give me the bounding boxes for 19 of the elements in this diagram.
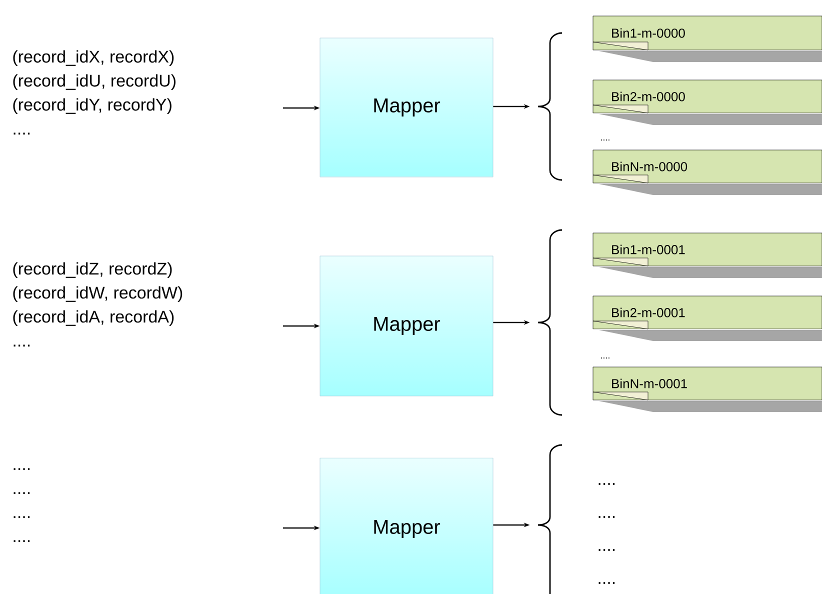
file-note: BinN-m-0001: [592, 366, 822, 412]
file-note: Bin2-m-0001: [592, 296, 822, 341]
mapper-box: Mapper: [320, 256, 494, 396]
file-note: Bin1-m-0000: [592, 16, 822, 62]
file-note: BinN-m-0000: [592, 150, 822, 195]
record-list: .... .... .... ....: [14, 468, 30, 542]
ellipsis: ....: [598, 516, 615, 518]
record-list: (record_idZ, recordZ) (record_idW, recordW) (record_idA, recordA) ....: [13, 262, 182, 347]
curly-bracket: [537, 444, 562, 594]
mapper-box: Mapper: [320, 458, 494, 594]
mapper-box: Mapper: [320, 38, 494, 178]
ellipsis: ....: [598, 483, 615, 485]
ellipsis: ....: [598, 549, 615, 551]
record-list: (record_idX, recordX) (record_idU, recordU) (record_idY, recordY) ....: [13, 50, 176, 135]
curly-bracket: [537, 32, 562, 181]
curly-bracket: [537, 229, 562, 416]
file-note: Bin1-m-0001: [592, 232, 822, 278]
file-note: Bin2-m-0000: [592, 80, 822, 125]
ellipsis: ....: [598, 582, 615, 584]
